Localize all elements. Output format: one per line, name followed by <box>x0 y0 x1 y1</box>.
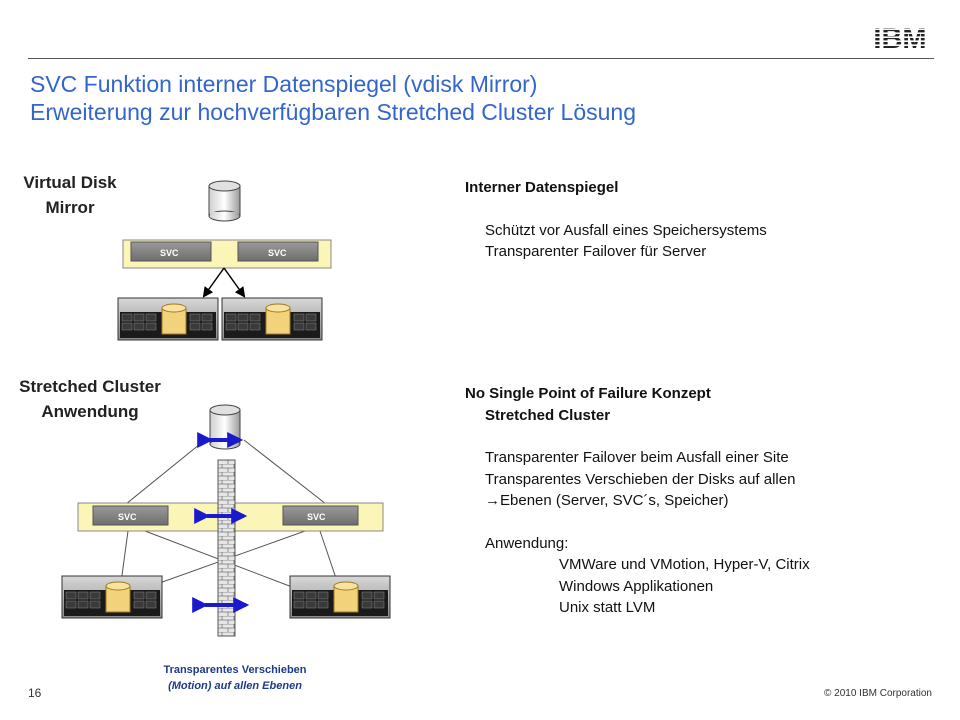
motion-caption-line2: (Motion) auf allen Ebenen <box>168 680 302 692</box>
ibm-logo-text: IBM <box>873 23 926 52</box>
page-title: SVC Funktion interner Datenspiegel (vdis… <box>30 70 636 126</box>
svc-node-right-bottom: SVC <box>307 512 326 522</box>
mirror-arrow-right <box>223 267 246 298</box>
svc-cluster-bar-top: SVC SVC <box>122 239 332 269</box>
svc-node-left-top: SVC <box>160 248 179 258</box>
header-divider <box>28 58 934 59</box>
anwendung-item-1: VMWare und VMotion, Hyper-V, Citrix <box>559 556 810 573</box>
anwendung-label: Anwendung: <box>485 534 569 552</box>
stretched-cluster-diagram: SVC SVC <box>61 404 391 637</box>
svc-node-left-bottom: SVC <box>118 512 137 522</box>
section1-heading: Interner Datenspiegel <box>465 179 619 196</box>
title-line-2: Erweiterung zur hochverfügbaren Stretche… <box>30 99 637 125</box>
page-number: 16 <box>28 686 42 700</box>
section2-item-2: Transparentes Verschieben der Disks auf … <box>485 470 796 488</box>
anwendung-item-2: Windows Applikationen <box>559 577 714 595</box>
arrow-right-icon: → <box>485 492 500 509</box>
section2-heading: No Single Point of Failure Konzept <box>465 385 711 402</box>
server-disk-icon <box>208 180 241 222</box>
section2-item-1: Transparenter Failover beim Ausfall eine… <box>485 449 789 466</box>
ibm-logo: IBM <box>873 23 926 52</box>
stretched-cluster-label-line2: Anwendung <box>41 402 139 421</box>
motion-caption: Transparentes Verschieben (Motion) auf a… <box>130 662 340 694</box>
section2-subheading: Stretched Cluster <box>485 406 611 424</box>
svc-node-right-top: SVC <box>268 248 287 258</box>
site-separation-wall <box>217 459 236 637</box>
storage-system-icon-2 <box>221 297 323 341</box>
mirror-arrow-left <box>202 267 225 298</box>
vdisk-mirror-label-line1: Virtual Disk <box>23 173 117 192</box>
stretched-cluster-label-line1: Stretched Cluster <box>19 377 161 396</box>
section1-item-1: Schützt vor Ausfall eines Speichersystem… <box>485 221 767 239</box>
section1-item-2: Transparenter Failover für Server <box>485 243 707 260</box>
vdisk-mirror-label-line2: Mirror <box>45 198 95 217</box>
vdisk-mirror-label: Virtual Disk Mirror <box>0 170 140 220</box>
anwendung-item-3: Unix statt LVM <box>559 599 656 616</box>
section2-item-3-text: Ebenen (Server, SVC´s, Speicher) <box>500 492 729 509</box>
storage-system-icon-1 <box>117 297 219 341</box>
stretched-cluster-label: Stretched Cluster Anwendung <box>0 374 180 424</box>
motion-caption-line1: Transparentes Verschieben <box>163 664 307 676</box>
section-interner-datenspiegel: Interner Datenspiegel Schützt vor Ausfal… <box>465 177 767 263</box>
section-nspof: No Single Point of Failure Konzept Stret… <box>465 383 810 619</box>
copyright: © 2010 IBM Corporation <box>824 688 932 699</box>
section2-item-3: →Ebenen (Server, SVC´s, Speicher) <box>465 490 810 512</box>
title-line-1: SVC Funktion interner Datenspiegel (vdis… <box>30 71 538 97</box>
